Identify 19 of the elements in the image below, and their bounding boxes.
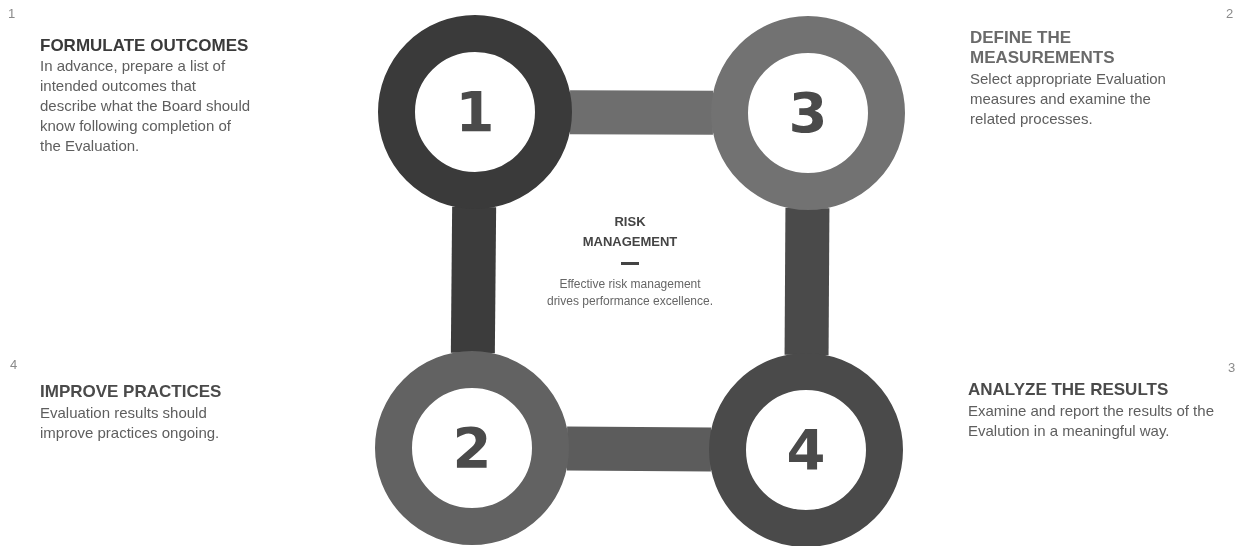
step-number: 4 bbox=[786, 422, 826, 478]
step-description: In advance, prepare a list of intended outcomes that describe what the Board should know following completion of the Evaluation. bbox=[40, 56, 252, 156]
corner-number: 3 bbox=[1228, 359, 1236, 377]
corner-number: 2 bbox=[1226, 5, 1234, 23]
step-number: 3 bbox=[788, 85, 828, 141]
corner-number: 1 bbox=[8, 5, 16, 23]
center-description: Effective risk management drives performance excellence. bbox=[545, 276, 715, 310]
step-number: 2 bbox=[452, 420, 492, 476]
step-heading: IMPROVE PRACTICES bbox=[40, 382, 223, 402]
step-description: Examine and report the results of the Evalution in a meaningful way. bbox=[968, 401, 1215, 441]
step-description: Select appropriate Evaluation measures and examine the related processes. bbox=[970, 69, 1167, 129]
connector-bar bbox=[570, 90, 713, 135]
step-number: 1 bbox=[455, 84, 495, 140]
step-description: Evaluation results should improve practices ongoing. bbox=[40, 403, 221, 443]
center-heading: RISK MANAGEMENT bbox=[581, 213, 679, 251]
corner-number: 4 bbox=[10, 356, 18, 374]
step-heading: DEFINE THE MEASUREMENTS bbox=[970, 28, 1116, 68]
step-heading: FORMULATE OUTCOMES bbox=[40, 36, 250, 56]
step-heading: ANALYZE THE RESULTS bbox=[968, 380, 1170, 400]
